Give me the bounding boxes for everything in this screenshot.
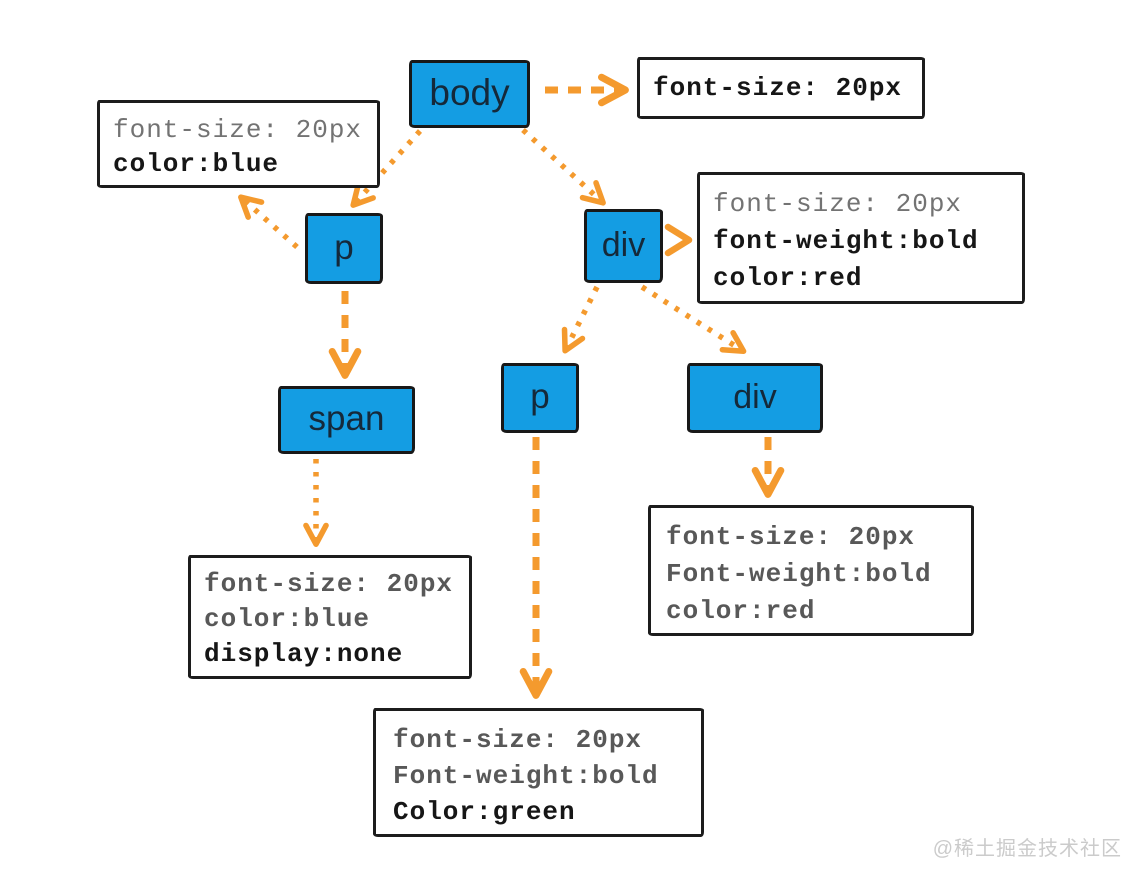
rule-line: color:red bbox=[713, 263, 863, 293]
rule-line: font-size: 20px bbox=[666, 522, 916, 552]
rule-box-span: font-size: 20px color:blue display:none bbox=[188, 555, 472, 679]
node-child-div-label: div bbox=[733, 377, 777, 416]
rule-box-child-p: font-size: 20px Font-weight:bold Color:g… bbox=[373, 708, 704, 837]
arrow-div-to-rule bbox=[664, 223, 693, 257]
rule-line: font-size: 20px bbox=[204, 569, 454, 599]
rule-line: color:red bbox=[666, 596, 816, 626]
rule-line: color:blue bbox=[204, 604, 371, 634]
rule-line: font-weight:bold bbox=[713, 226, 979, 256]
rule-line: Font-weight:bold bbox=[666, 559, 932, 589]
node-child-p: p bbox=[501, 363, 579, 433]
node-p-label: p bbox=[334, 227, 354, 267]
rule-line: font-size: 20px bbox=[653, 73, 903, 103]
node-child-div: div bbox=[687, 363, 823, 433]
arrow-div-to-p bbox=[561, 285, 600, 354]
node-div-label: div bbox=[601, 225, 646, 264]
rule-line: Color:green bbox=[393, 797, 576, 827]
node-span: span bbox=[278, 386, 415, 454]
node-body: body bbox=[409, 60, 530, 128]
node-p: p bbox=[305, 213, 383, 284]
rule-line: font-size: 20px bbox=[113, 115, 363, 145]
node-div: div bbox=[584, 209, 663, 283]
rule-line: font-size: 20px bbox=[393, 725, 643, 755]
rule-box-child-div: font-size: 20px Font-weight:bold color:r… bbox=[648, 505, 974, 636]
rule-line: color:blue bbox=[113, 149, 280, 179]
arrow-p-to-rule bbox=[238, 194, 299, 250]
rule-line: font-size: 20px bbox=[713, 189, 963, 219]
node-child-p-label: p bbox=[530, 377, 550, 416]
rule-line: display:none bbox=[204, 639, 404, 669]
arrow-body-to-div bbox=[521, 127, 606, 206]
watermark: @稀土掘金技术社区 bbox=[932, 838, 1122, 860]
node-span-label: span bbox=[308, 399, 385, 438]
rule-line: Font-weight:bold bbox=[393, 761, 659, 791]
rule-box-div: font-size: 20px font-weight:bold color:r… bbox=[697, 172, 1025, 304]
rule-box-p: font-size: 20px color:blue bbox=[97, 100, 380, 188]
rule-box-body: font-size: 20px bbox=[637, 57, 925, 119]
node-body-label: body bbox=[429, 72, 510, 113]
